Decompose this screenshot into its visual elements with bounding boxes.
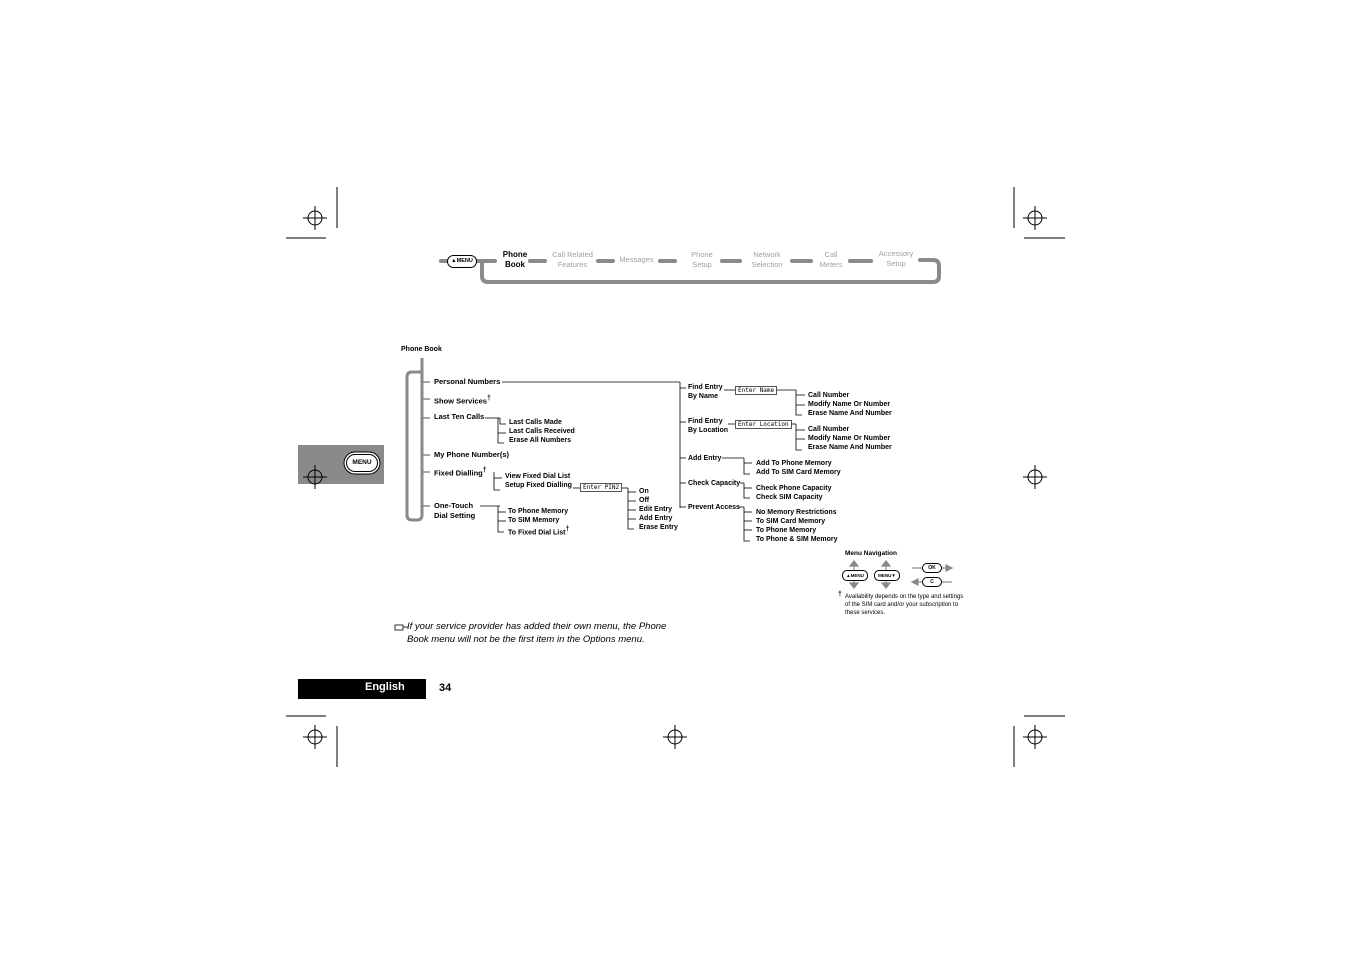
key-menu-down-icon: MENU▼ (874, 570, 900, 581)
tree-lines (480, 381, 805, 542)
nav-phone-book[interactable]: Phone Book (502, 250, 528, 269)
tree-root: Phone Book (401, 346, 442, 353)
dagger: † (482, 467, 487, 474)
lcd-enter-name: Enter Name (735, 386, 778, 395)
nav-network-selection[interactable]: Network Selection (751, 250, 783, 269)
nav-phone-setup[interactable]: Phone Setup (691, 250, 713, 269)
pa-no-memory-restrictions: No Memory Restrictions (756, 509, 837, 516)
sub-to-fixed-dial-list: To Fixed Dial List† (508, 526, 570, 537)
language-tab: English (298, 679, 426, 699)
legend-title: Menu Navigation (845, 550, 898, 557)
page-number: 34 (439, 682, 452, 694)
opt-erase-entry: Erase Entry (639, 524, 678, 531)
opt-edit-entry: Edit Entry (639, 506, 673, 513)
note-hand-icon (394, 624, 408, 631)
nav-call-meters[interactable]: Call Meters (819, 250, 843, 269)
legend-arrows (848, 560, 954, 589)
sub-view-fixed-dial-list: View Fixed Dial List (505, 473, 571, 480)
fl-erase-name-and-number: Erase Name And Number (808, 444, 892, 451)
pn-find-entry-by-location: Find Entry By Location (688, 418, 729, 434)
pn-find-entry-by-name: Find Entry By Name (688, 384, 723, 400)
pa-to-sim-card-memory: To SIM Card Memory (756, 518, 826, 525)
tree-connectors (405, 358, 430, 522)
pn-prevent-access: Prevent Access (688, 504, 740, 511)
key-c-icon: C (922, 577, 942, 587)
cc-check-phone-capacity: Check Phone Capacity (756, 485, 832, 492)
opt-on: On (639, 488, 649, 495)
lcd-enter-pin2: Enter PIN2 (580, 483, 623, 492)
sub-to-sim-memory: To SIM Memory (508, 517, 560, 524)
footnote-line-1: Availability depends on the type and set… (845, 594, 964, 600)
footnote-line-2: of the SIM card and/or your subscription… (845, 602, 959, 608)
menu-last-ten-calls: Last Ten Calls (434, 412, 485, 421)
cc-check-sim-capacity: Check SIM Capacity (756, 494, 823, 501)
fn-erase-name-and-number: Erase Name And Number (808, 410, 892, 417)
sub-last-calls-made: Last Calls Made (509, 419, 562, 426)
menu-key-icon: MENU (346, 454, 378, 472)
menu-show-services: Show Services† (434, 395, 491, 406)
menu-one-touch-dial-setting: One-Touch Dial Setting (434, 501, 476, 520)
fn-modify-name-or-number: Modify Name Or Number (808, 401, 891, 408)
registration-marks (303, 206, 1047, 749)
opt-off: Off (639, 497, 650, 504)
nav-messages[interactable]: Messages (619, 255, 654, 264)
sub-setup-fixed-dialling: Setup Fixed Dialling (505, 482, 572, 489)
nav-accessory-setup[interactable]: Accessory Setup (878, 249, 914, 268)
pn-add-entry: Add Entry (688, 455, 722, 462)
menu-fixed-dialling: Fixed Dialling† (434, 467, 487, 478)
fn-call-number: Call Number (808, 392, 850, 399)
sub-last-calls-received: Last Calls Received (509, 428, 575, 435)
sub-to-phone-memory: To Phone Memory (508, 508, 569, 515)
pa-to-phone-memory: To Phone Memory (756, 527, 817, 534)
pa-to-phone-and-sim-memory: To Phone & SIM Memory (756, 536, 838, 543)
nav-call-related-features[interactable]: Call Related Features (552, 250, 593, 269)
pn-check-capacity: Check Capacity (688, 480, 741, 487)
nav-bar-frame (439, 258, 941, 284)
footnote-line-3: these services. (845, 610, 886, 616)
sub-erase-all-numbers: Erase All Numbers (509, 437, 571, 444)
dagger: † (565, 526, 570, 533)
key-ok-icon: OK (922, 563, 942, 573)
nav-menu-button[interactable]: ▲MENU (447, 255, 477, 268)
fl-call-number: Call Number (808, 426, 850, 433)
menu-my-phone-numbers: My Phone Number(s) (434, 450, 510, 459)
key-menu-up-icon: ▲MENU (842, 570, 868, 581)
note-line-1: If your service provider has added their… (407, 621, 667, 632)
ae-add-to-sim-card-memory: Add To SIM Card Memory (756, 469, 841, 476)
opt-add-entry: Add Entry (639, 515, 673, 522)
menu-personal-numbers: Personal Numbers (434, 377, 501, 386)
note-line-2: Book menu will not be the first item in … (407, 634, 645, 645)
fl-modify-name-or-number: Modify Name Or Number (808, 435, 891, 442)
ae-add-to-phone-memory: Add To Phone Memory (756, 460, 832, 467)
lcd-enter-location: Enter Location (735, 420, 792, 429)
footnote-mark: † (838, 591, 842, 598)
dagger: † (486, 395, 491, 402)
language-label: English (365, 681, 405, 693)
crop-marks (286, 187, 1065, 767)
